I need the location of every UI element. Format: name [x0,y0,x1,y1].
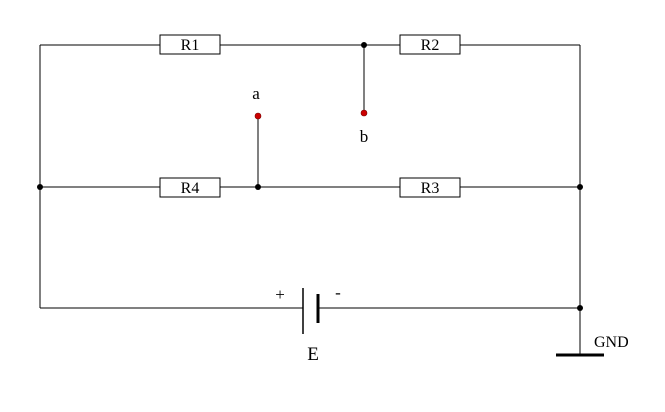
junction-left-mid [37,184,43,190]
terminal-b-label: b [360,127,369,146]
junction-right-mid [577,184,583,190]
resistor-r2[interactable]: R2 [399,34,461,55]
junction-center-mid [255,184,261,190]
resistor-r4-label: R4 [181,180,200,197]
ground-label: GND [594,334,629,351]
battery-label: E [307,344,319,365]
resistor-r1-label: R1 [181,37,200,54]
junction-nodes [37,42,583,311]
terminal-a[interactable]: a [252,84,262,120]
wires [39,44,581,354]
resistor-r4[interactable]: R4 [159,177,221,198]
terminal-b[interactable]: b [360,109,369,146]
resistor-r3[interactable]: R3 [399,177,461,198]
resistor-r2-label: R2 [421,37,440,54]
terminal-a-label: a [252,84,260,103]
battery-minus-sign: - [335,283,341,302]
battery-e[interactable]: + - E [275,283,341,365]
resistor-r1[interactable]: R1 [159,34,221,55]
junction-right-bottom [577,305,583,311]
ground-symbol[interactable]: GND [556,334,629,357]
junction-top-mid [361,42,367,48]
battery-plus-sign: + [275,285,285,304]
resistor-r3-label: R3 [421,180,440,197]
